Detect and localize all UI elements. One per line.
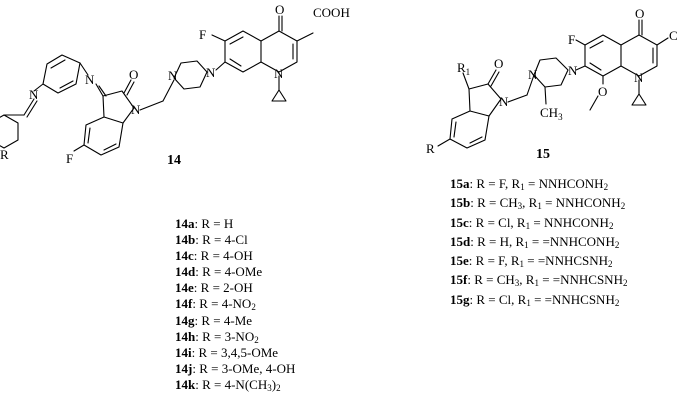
variant-row-15g: 15g: R = Cl, R1 = =NNHCSNH2 [450,291,620,308]
compound-14-variant-list: 14a: R = H 14b: R = 4-Cl 14c: R = 4-OH 1… [175,216,295,393]
compound-15-label: 15 [536,147,550,162]
variant-row-14k: 14k: R = 4-N(CH3)2 [175,376,281,393]
atom-15-isatin-nitrogen: N [499,94,509,109]
atom-14-fluorine: F [199,27,206,42]
atom-14-imine-nitrogen-1: N [85,72,95,87]
atom-14-imine-nitrogen-2: N [29,87,39,102]
atom-15-r1-group: R1 [457,60,470,77]
atom-15-methyl: CH3 [540,105,563,122]
atom-15-piperazine-nitrogen-2: N [528,67,538,82]
atom-14-keto-oxygen: O [275,2,284,17]
atom-15-piperazine-nitrogen-1: N [568,63,578,78]
atom-15-isatin-oxygen: O [494,56,503,71]
variant-row-14c: 14c: R = 4-OH [175,248,253,264]
atom-14-piperazine-nitrogen-1: N [206,65,216,80]
variant-row-15b: 15b: R = CH3, R1 = NNHCONH2 [450,195,626,212]
atom-14-isatin-oxygen: O [129,67,138,82]
compound-15-variant-list: 15a: R = F, R1 = NNHCONH2 15b: R = CH3, … [450,174,627,309]
compound-14-label: 14 [167,153,181,168]
atom-15-quinolone-nitrogen: N [634,70,644,85]
variant-row-15f: 15f: R = CH3, R1 = =NNHCSNH2 [450,272,628,289]
variant-row-14a: 14a: R = H [175,216,234,231]
variant-row-14g: 14g: R = 4-Me [175,312,253,328]
variant-row-15c: 15c: R = Cl, R1 = NNHCONH2 [450,214,614,231]
variant-row-14e: 14e: R = 2-OH [175,280,253,296]
variant-row-15d: 15d: R = H, R1 = =NNHCONH2 [450,233,620,250]
atom-14-r-group: R [0,147,9,162]
atom-14-isatin-nitrogen: N [131,102,141,117]
variant-row-15e: 15e: R = F, R1 = =NNHCSNH2 [450,253,613,270]
atom-15-fluorine: F [568,32,575,47]
atom-14-quinolone-nitrogen: N [274,66,284,81]
variant-row-14f: 14f: R = 4-NO2 [175,296,256,313]
atom-15-r-group: R [426,141,435,156]
atom-14-piperazine-nitrogen-2: N [168,68,178,83]
variant-row-14b: 14b: R = 4-Cl [175,232,248,248]
variant-row-14i: 14i: R = 3,4,5-OMe [175,344,279,360]
atom-14-fluorine-2: F [66,151,73,166]
variant-row-14d: 14d: R = 4-OMe [175,264,263,280]
variant-row-15a: 15a: R = F, R1 = NNHCONH2 [450,176,609,192]
variant-row-14j: 14j: R = 3-OMe, 4-OH [175,360,296,376]
atom-15-keto-oxygen: O [635,6,644,21]
atom-15-carboxyl: COOH [669,28,677,43]
atom-14-carboxyl: COOH [313,5,350,20]
atom-15-methoxy-oxygen: O [598,84,607,99]
variant-row-14h: 14h: R = 3-NO2 [175,328,259,345]
structure-15 [437,19,669,149]
structure-14 [0,15,314,156]
